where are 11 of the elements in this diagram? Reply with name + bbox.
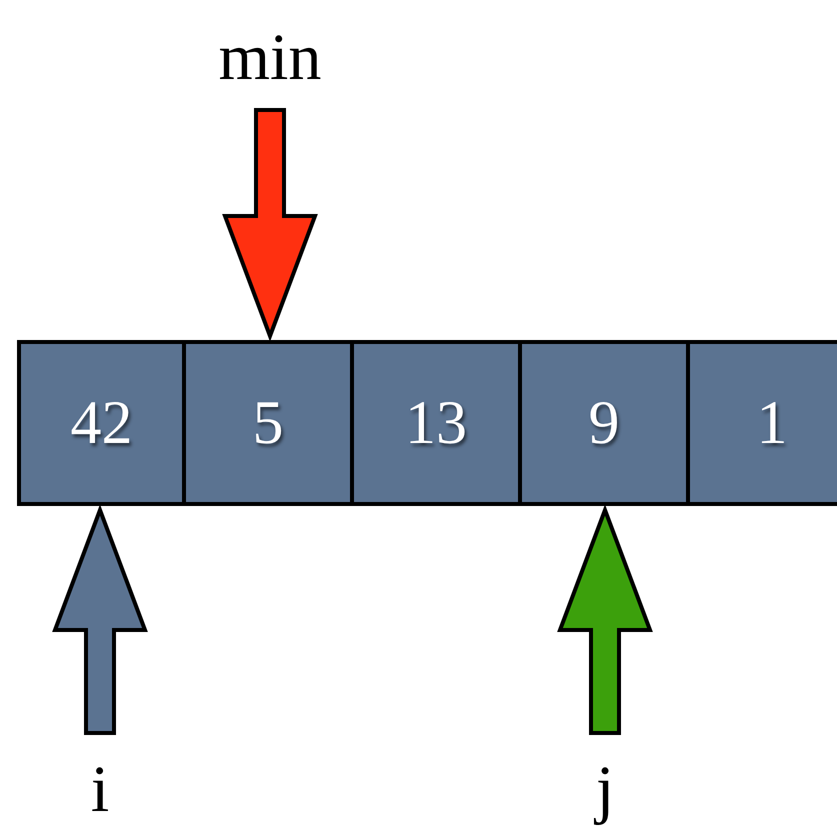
cell-value: 5 bbox=[252, 388, 284, 458]
pointer-label: j bbox=[596, 757, 614, 823]
pointer-arrow bbox=[222, 108, 318, 342]
cell-value: 9 bbox=[588, 388, 620, 458]
pointer-label: i bbox=[90, 757, 110, 823]
cell-value: 13 bbox=[405, 388, 467, 458]
cell-value: 1 bbox=[756, 388, 788, 458]
pointer-arrow bbox=[52, 504, 148, 735]
pointer-arrow bbox=[557, 504, 653, 735]
cell-value: 42 bbox=[70, 388, 132, 458]
pointer-label: min bbox=[218, 25, 322, 91]
